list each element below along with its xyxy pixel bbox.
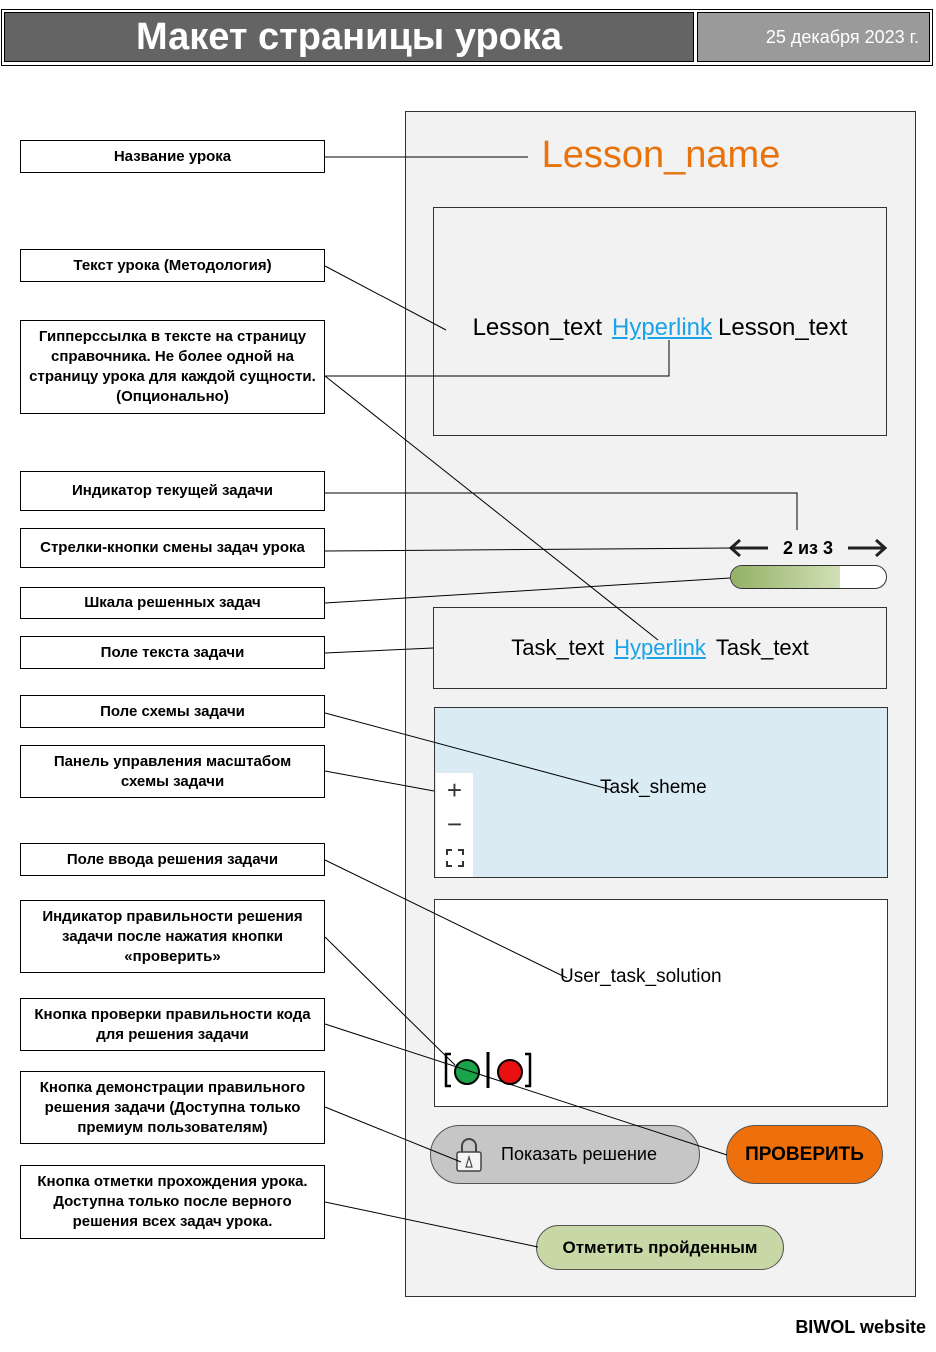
label-task-indicator: Индикатор текущей задачи	[20, 471, 325, 511]
label-show-solution-button: Кнопка демонстрации правильного решения …	[20, 1071, 325, 1144]
fullscreen-icon	[445, 849, 464, 867]
label-solution-input: Поле ввода решения задачи	[20, 843, 325, 876]
zoom-out-button[interactable]: −	[436, 807, 473, 841]
label-task-text-field: Поле текста задачи	[20, 636, 325, 669]
lesson-text-after: Lesson_text	[718, 314, 848, 341]
solved-tasks-progress-bar	[730, 565, 887, 589]
task-text-after: Task_text	[715, 635, 809, 660]
label-task-scheme-field: Поле схемы задачи	[20, 695, 325, 728]
zoom-out-icon: −	[446, 809, 463, 839]
solution-input-text: User_task_solution	[560, 966, 722, 987]
task-scheme-label: Task_sheme	[600, 777, 707, 798]
lock-icon	[456, 1137, 482, 1172]
label-task-arrows: Стрелки-кнопки смены задач урока	[20, 528, 325, 568]
mark-done-button[interactable]: Отметить пройденным	[536, 1225, 784, 1270]
label-mark-done-button: Кнопка отметки прохождения урока. Доступ…	[20, 1165, 325, 1239]
indicator-fail-icon	[497, 1059, 523, 1085]
show-solution-label: Показать решение	[501, 1144, 657, 1164]
zoom-in-icon: +	[446, 775, 463, 805]
label-progress-scale: Шкала решенных задач	[20, 587, 325, 619]
lesson-name: Lesson_name	[541, 133, 781, 176]
label-hyperlink: Гипперссылка в тексте на страницу справо…	[20, 320, 325, 414]
label-lesson-text: Текст урока (Методология)	[20, 249, 325, 282]
header-frame	[1, 9, 933, 66]
task-counter: 2 из 3	[782, 537, 834, 558]
label-zoom-panel: Панель управления масштабом схемы задачи	[20, 745, 325, 798]
page-title: Макет страницы урока	[4, 12, 694, 62]
label-check-button: Кнопка проверки правильности кода для ре…	[20, 998, 325, 1051]
progress-fill	[731, 566, 840, 588]
fullscreen-button[interactable]	[436, 841, 473, 875]
lesson-text-before: Lesson_text	[472, 314, 602, 341]
indicator-ok-icon	[454, 1059, 480, 1085]
task-navigation: 2 из 3	[728, 534, 888, 562]
date-badge: 25 декабря 2023 г.	[697, 12, 930, 62]
arrow-right-icon[interactable]	[846, 538, 888, 558]
task-text-field: Task_text Hyperlink Task_text	[433, 607, 887, 689]
label-lesson-name: Название урока	[20, 140, 325, 173]
check-button[interactable]: ПРОВЕРИТЬ	[726, 1125, 883, 1184]
task-hyperlink[interactable]: Hyperlink	[614, 635, 706, 660]
task-text-before: Task_text	[511, 635, 605, 660]
label-correctness-indicator: Индикатор правильности решения задачи по…	[20, 900, 325, 973]
lesson-hyperlink[interactable]: Hyperlink	[611, 314, 713, 341]
lesson-text: Lesson_text Hyperlink Lesson_text	[433, 310, 887, 346]
arrow-left-icon[interactable]	[728, 538, 770, 558]
zoom-in-button[interactable]: +	[436, 773, 473, 807]
footer-brand: BIWOL website	[795, 1317, 926, 1337]
show-solution-button[interactable]: Показать решение	[430, 1125, 700, 1184]
correctness-indicator	[444, 1052, 532, 1088]
zoom-panel: + −	[436, 773, 473, 877]
